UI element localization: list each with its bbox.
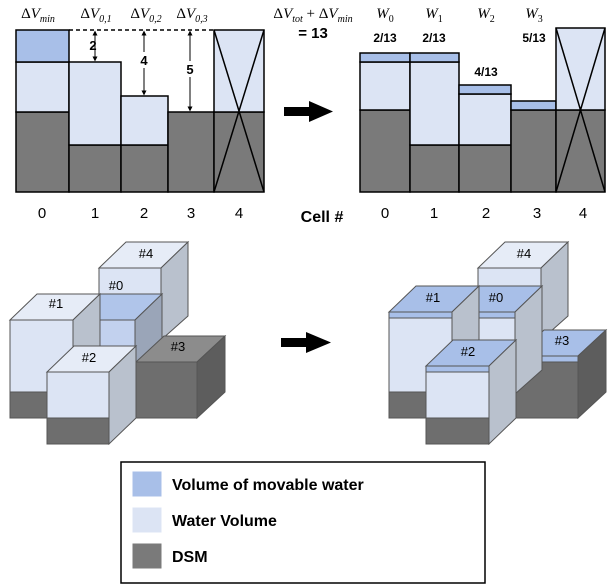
transition-arrow-bottom — [281, 332, 331, 353]
dsm-cell-right-4 — [555, 109, 606, 193]
header-dv-min: ΔVmin — [21, 6, 55, 25]
movable-water-cell-0 — [15, 29, 70, 63]
legend-label-movable-water: Volume of movable water — [172, 477, 364, 494]
gap-label-3: 5 — [186, 62, 193, 77]
dsm-cell-1 — [68, 144, 122, 193]
block-left-3 — [134, 334, 227, 420]
dsm-cell-0 — [15, 111, 70, 193]
block-label-right-2: #2 — [461, 344, 475, 359]
cell-tick-right-4: 4 — [579, 205, 587, 222]
movable-water-right-3 — [510, 100, 557, 111]
fraction-w0: 2/13 — [373, 31, 397, 45]
legend-swatch-water-volume — [132, 507, 162, 533]
block-label-left-0: #0 — [109, 278, 123, 293]
legend-swatch-dsm — [132, 543, 162, 569]
gap-label-1: 2 — [89, 38, 96, 53]
block-right-2 — [424, 338, 518, 446]
water-cell-right-1 — [409, 61, 460, 146]
cell-tick-left-2: 2 — [140, 205, 148, 222]
blocks-left — [8, 240, 227, 446]
water-cell-4 — [213, 29, 265, 113]
water-cell-1 — [68, 61, 122, 146]
block-label-right-3: #3 — [555, 333, 569, 348]
dsm-cell-right-0 — [359, 109, 411, 193]
blocks-right — [387, 240, 608, 446]
dsm-cell-3 — [167, 111, 215, 193]
legend: Volume of movable water Water Volume DSM — [120, 461, 486, 584]
gap-label-2: 4 — [140, 53, 148, 68]
movable-water-right-0 — [359, 52, 411, 63]
header-w3: W3 — [525, 6, 543, 25]
cell-tick-left-4: 4 — [235, 205, 243, 222]
gap-label-bg-2 — [136, 52, 152, 68]
legend-label-dsm: DSM — [172, 549, 208, 566]
block-label-right-1: #1 — [426, 290, 440, 305]
cell-tick-left-1: 1 — [91, 205, 99, 222]
header-w1: W1 — [425, 6, 443, 25]
water-cell-2 — [120, 95, 169, 146]
block-label-left-1: #1 — [49, 296, 63, 311]
block-label-right-4: #4 — [517, 246, 531, 261]
dsm-cell-right-3 — [510, 109, 557, 193]
dsm-cell-right-1 — [409, 144, 460, 193]
cell-tick-right-0: 0 — [381, 205, 389, 222]
dsm-cell-right-2 — [458, 144, 512, 193]
header-dv-01: ΔV0,1 — [80, 6, 111, 25]
dsm-cell-2 — [120, 144, 169, 193]
legend-swatch-movable-water — [132, 471, 162, 497]
top-left-panel: ΔVmin ΔV0,1 ΔV0,2 ΔV0,3 2 4 5 — [15, 6, 265, 222]
header-w2: W2 — [477, 6, 495, 25]
cell-tick-left-0: 0 — [38, 205, 46, 222]
header-dv-03: ΔV0,3 — [176, 6, 207, 25]
block-label-left-4: #4 — [139, 246, 153, 261]
equation-text: ΔVtot + ΔVmin — [273, 6, 352, 25]
cross-cell-right-4 — [555, 27, 606, 193]
cell-tick-left-3: 3 — [187, 205, 195, 222]
transition-arrow-top — [284, 101, 333, 122]
header-dv-02: ΔV0,2 — [130, 6, 161, 25]
block-label-left-3: #3 — [171, 339, 185, 354]
water-cell-right-4 — [555, 27, 606, 111]
cross-cell-4 — [213, 29, 265, 193]
fraction-w1: 2/13 — [422, 31, 446, 45]
gap-label-bg-3 — [182, 61, 198, 77]
legend-label-water-volume: Water Volume — [172, 513, 277, 530]
dsm-cell-4 — [213, 111, 265, 193]
cell-tick-right-2: 2 — [482, 205, 490, 222]
movable-water-right-1 — [409, 52, 460, 63]
fraction-w2: 4/13 — [474, 65, 498, 79]
axis-label-cell: Cell # — [301, 209, 344, 226]
equation-value: = 13 — [298, 25, 328, 42]
header-w0: W0 — [376, 6, 394, 25]
cell-tick-right-3: 3 — [533, 205, 541, 222]
cell-tick-right-1: 1 — [430, 205, 438, 222]
legend-box — [120, 461, 486, 584]
block-label-right-0: #0 — [489, 290, 503, 305]
movable-water-right-2 — [458, 84, 512, 95]
top-right-panel: W0 W1 W2 W3 2/13 2/13 4/13 5/13 0 1 2 3 … — [359, 6, 606, 222]
fraction-w3: 5/13 — [522, 31, 546, 45]
water-cell-0 — [15, 61, 70, 113]
water-cell-right-2 — [458, 93, 512, 146]
block-left-2 — [45, 344, 138, 446]
block-label-left-2: #2 — [82, 350, 96, 365]
water-cell-right-0 — [359, 61, 411, 111]
